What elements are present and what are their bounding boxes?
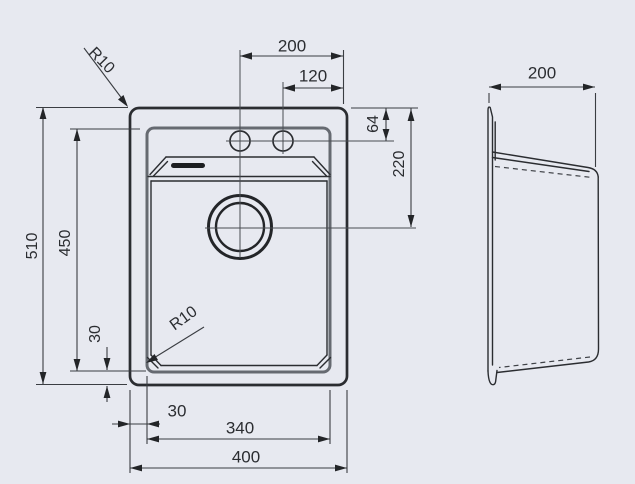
side-dimension-lines — [488, 86, 597, 167]
dim-label-overall-width: 400 — [231, 447, 261, 467]
side-dimension-arrows — [489, 83, 595, 91]
dim-label-bottom-margin: 30 — [87, 325, 104, 343]
overflow-slot — [171, 163, 205, 168]
dim-label-drain-from-edge: 220 — [391, 150, 408, 178]
side-hidden-lines — [494, 165, 593, 369]
dim-label-side-margin: 30 — [167, 401, 187, 421]
side-view — [487, 83, 600, 386]
sink-outline — [128, 106, 349, 387]
bowl-rim — [145, 126, 332, 374]
dim-label-hole-right-offset: 120 — [298, 66, 328, 86]
dim-label-bowl-length: 450 — [57, 229, 74, 257]
dim-label-overall-length: 510 — [24, 232, 41, 260]
side-profile — [487, 106, 600, 386]
dim-label-hole-center-offset: 200 — [277, 36, 307, 56]
dimension-lines — [36, 47, 418, 473]
centerlines — [205, 50, 416, 258]
dim-label-bowl-width: 340 — [225, 418, 255, 438]
dim-label-holes-from-edge: 64 — [365, 115, 382, 133]
dimension-arrows — [39, 52, 415, 472]
dim-label-side-depth: 200 — [527, 63, 557, 83]
top-view — [36, 47, 418, 473]
bowl-ledge — [146, 156, 332, 369]
